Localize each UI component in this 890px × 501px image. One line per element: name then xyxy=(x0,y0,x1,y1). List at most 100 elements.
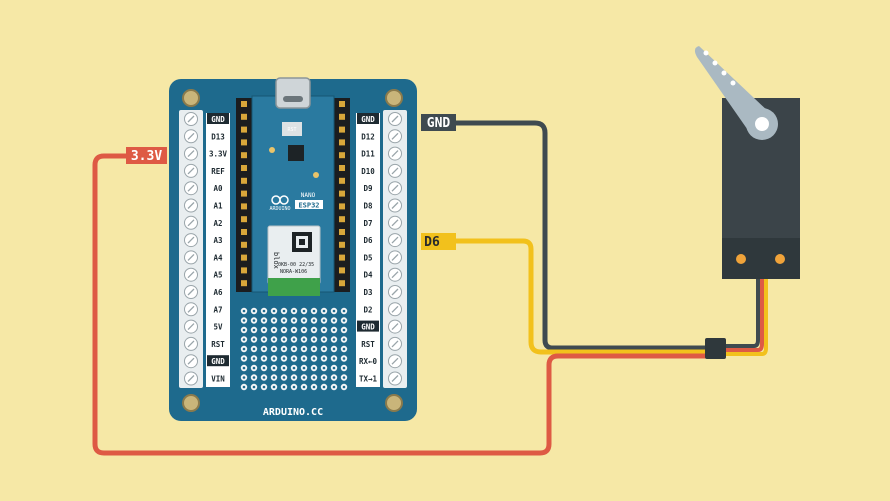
usb-c-opening xyxy=(283,96,303,102)
right-pin-label: D3 xyxy=(363,288,373,297)
right-pin-label: D4 xyxy=(363,271,373,280)
servo-cable-red xyxy=(724,272,764,352)
left-screws xyxy=(184,112,198,386)
right-pin-labels: GNDD12D11D10D9D8D7D6D5D4D3D2GNDRSTRX←0TX… xyxy=(357,113,379,384)
brand-label: ARDUINO.CC xyxy=(263,407,323,418)
right-pin-label: D10 xyxy=(361,167,375,176)
usb-c-port xyxy=(275,77,311,109)
servo-cable-yellow xyxy=(724,272,768,356)
left-pin-label: GND xyxy=(211,115,225,124)
header-pin xyxy=(241,280,247,287)
left-pin-label: GND xyxy=(211,357,225,366)
right-label-panel xyxy=(356,113,380,387)
header-pin xyxy=(339,203,345,210)
gnd-label: GND xyxy=(427,116,451,131)
header-pin xyxy=(241,229,247,235)
reset-button xyxy=(282,122,302,136)
left-pin-label: RST xyxy=(211,340,225,349)
infinity-right xyxy=(279,195,289,205)
nano-variant: ESP32 xyxy=(298,202,319,210)
horn-hole-3 xyxy=(721,70,727,76)
left-gnd-tag xyxy=(207,355,229,367)
left-terminal-strip xyxy=(179,110,203,388)
header-pin xyxy=(339,229,345,235)
header-pin xyxy=(339,165,345,171)
right-pin-label: GND xyxy=(361,115,375,124)
header-pin xyxy=(339,241,345,248)
header-pin xyxy=(241,139,247,146)
variant-box xyxy=(295,200,323,209)
right-pin-label: D8 xyxy=(363,202,373,211)
mount-hole-tr xyxy=(385,89,403,107)
right-pin-label: RX←0 xyxy=(359,357,378,366)
left-label-panel xyxy=(206,113,230,387)
wire-labels: GND D6 3.3V xyxy=(126,114,456,250)
signal-label-box xyxy=(421,233,456,250)
horn-hole-2 xyxy=(712,60,718,66)
mount-hole-bl xyxy=(182,394,200,412)
left-pin-label: A3 xyxy=(213,236,223,245)
right-gnd-tag xyxy=(357,113,379,124)
right-pin-label: D6 xyxy=(363,236,373,245)
header-pin xyxy=(241,165,247,171)
servo-screw-right xyxy=(775,254,785,264)
right-terminal-strip xyxy=(383,110,407,388)
gnd-wire xyxy=(453,120,711,351)
module-brand: blox xyxy=(272,252,280,269)
right-pin-label: D7 xyxy=(363,219,372,228)
header-pin xyxy=(339,267,345,274)
left-pin-label: A0 xyxy=(213,184,223,193)
header-pins xyxy=(241,101,345,287)
header-pin xyxy=(339,113,345,120)
right-pin-label: D5 xyxy=(363,253,372,262)
right-pin-label: RST xyxy=(361,340,375,349)
nano-name: NANO xyxy=(301,192,316,199)
right-pin-label: GND xyxy=(361,323,375,332)
header-pin xyxy=(241,254,247,261)
left-pin-label: A7 xyxy=(213,305,222,314)
header-pin xyxy=(339,216,345,223)
header-pin xyxy=(339,101,345,107)
header-pin xyxy=(241,101,247,107)
servo-horn-center xyxy=(755,117,769,131)
chip-small xyxy=(288,145,304,161)
led-2 xyxy=(313,172,319,178)
mount-hole-tl xyxy=(182,89,200,107)
left-pin-label: A4 xyxy=(213,253,223,262)
horn-hole-4 xyxy=(730,80,736,86)
left-pin-label: D13 xyxy=(211,132,225,141)
power-label: 3.3V xyxy=(131,149,162,164)
left-gnd-tag xyxy=(207,113,229,124)
reset-label: RST xyxy=(287,127,296,133)
module-qr-dot xyxy=(299,239,305,245)
module-line2: NORA-W106 xyxy=(280,269,307,275)
servo-cable-black xyxy=(724,272,760,348)
power-label-box xyxy=(126,147,167,164)
left-pin-label: REF xyxy=(211,167,225,176)
nano-logo: ARDUINO xyxy=(269,206,290,212)
header-pin xyxy=(241,216,247,223)
header-pin xyxy=(339,254,345,261)
right-pin-label: D12 xyxy=(361,132,375,141)
header-pin xyxy=(241,241,247,248)
header-pin xyxy=(241,190,247,197)
servo-screw-left xyxy=(736,254,746,264)
wires xyxy=(92,120,768,456)
signal-label: D6 xyxy=(424,235,440,250)
servo-connector xyxy=(705,338,726,359)
right-pin-label: D11 xyxy=(361,150,375,159)
right-gnd-tag xyxy=(357,320,379,332)
left-pin-label: 3.3V xyxy=(209,150,228,159)
header-pin xyxy=(339,139,345,146)
left-pin-label: A2 xyxy=(213,219,222,228)
servo-motor xyxy=(694,46,800,279)
left-pin-label: VIN xyxy=(211,375,225,384)
arduino-board: GNDD133.3VREFA0A1A2A3A4A5A6A75VRSTGNDVIN… xyxy=(169,77,417,421)
servo-flange xyxy=(722,238,800,279)
header-pin xyxy=(339,177,345,184)
header-pin xyxy=(241,113,247,120)
left-pin-label: A6 xyxy=(213,288,223,297)
module-line1: 0KB-00 22/35 xyxy=(278,262,314,268)
